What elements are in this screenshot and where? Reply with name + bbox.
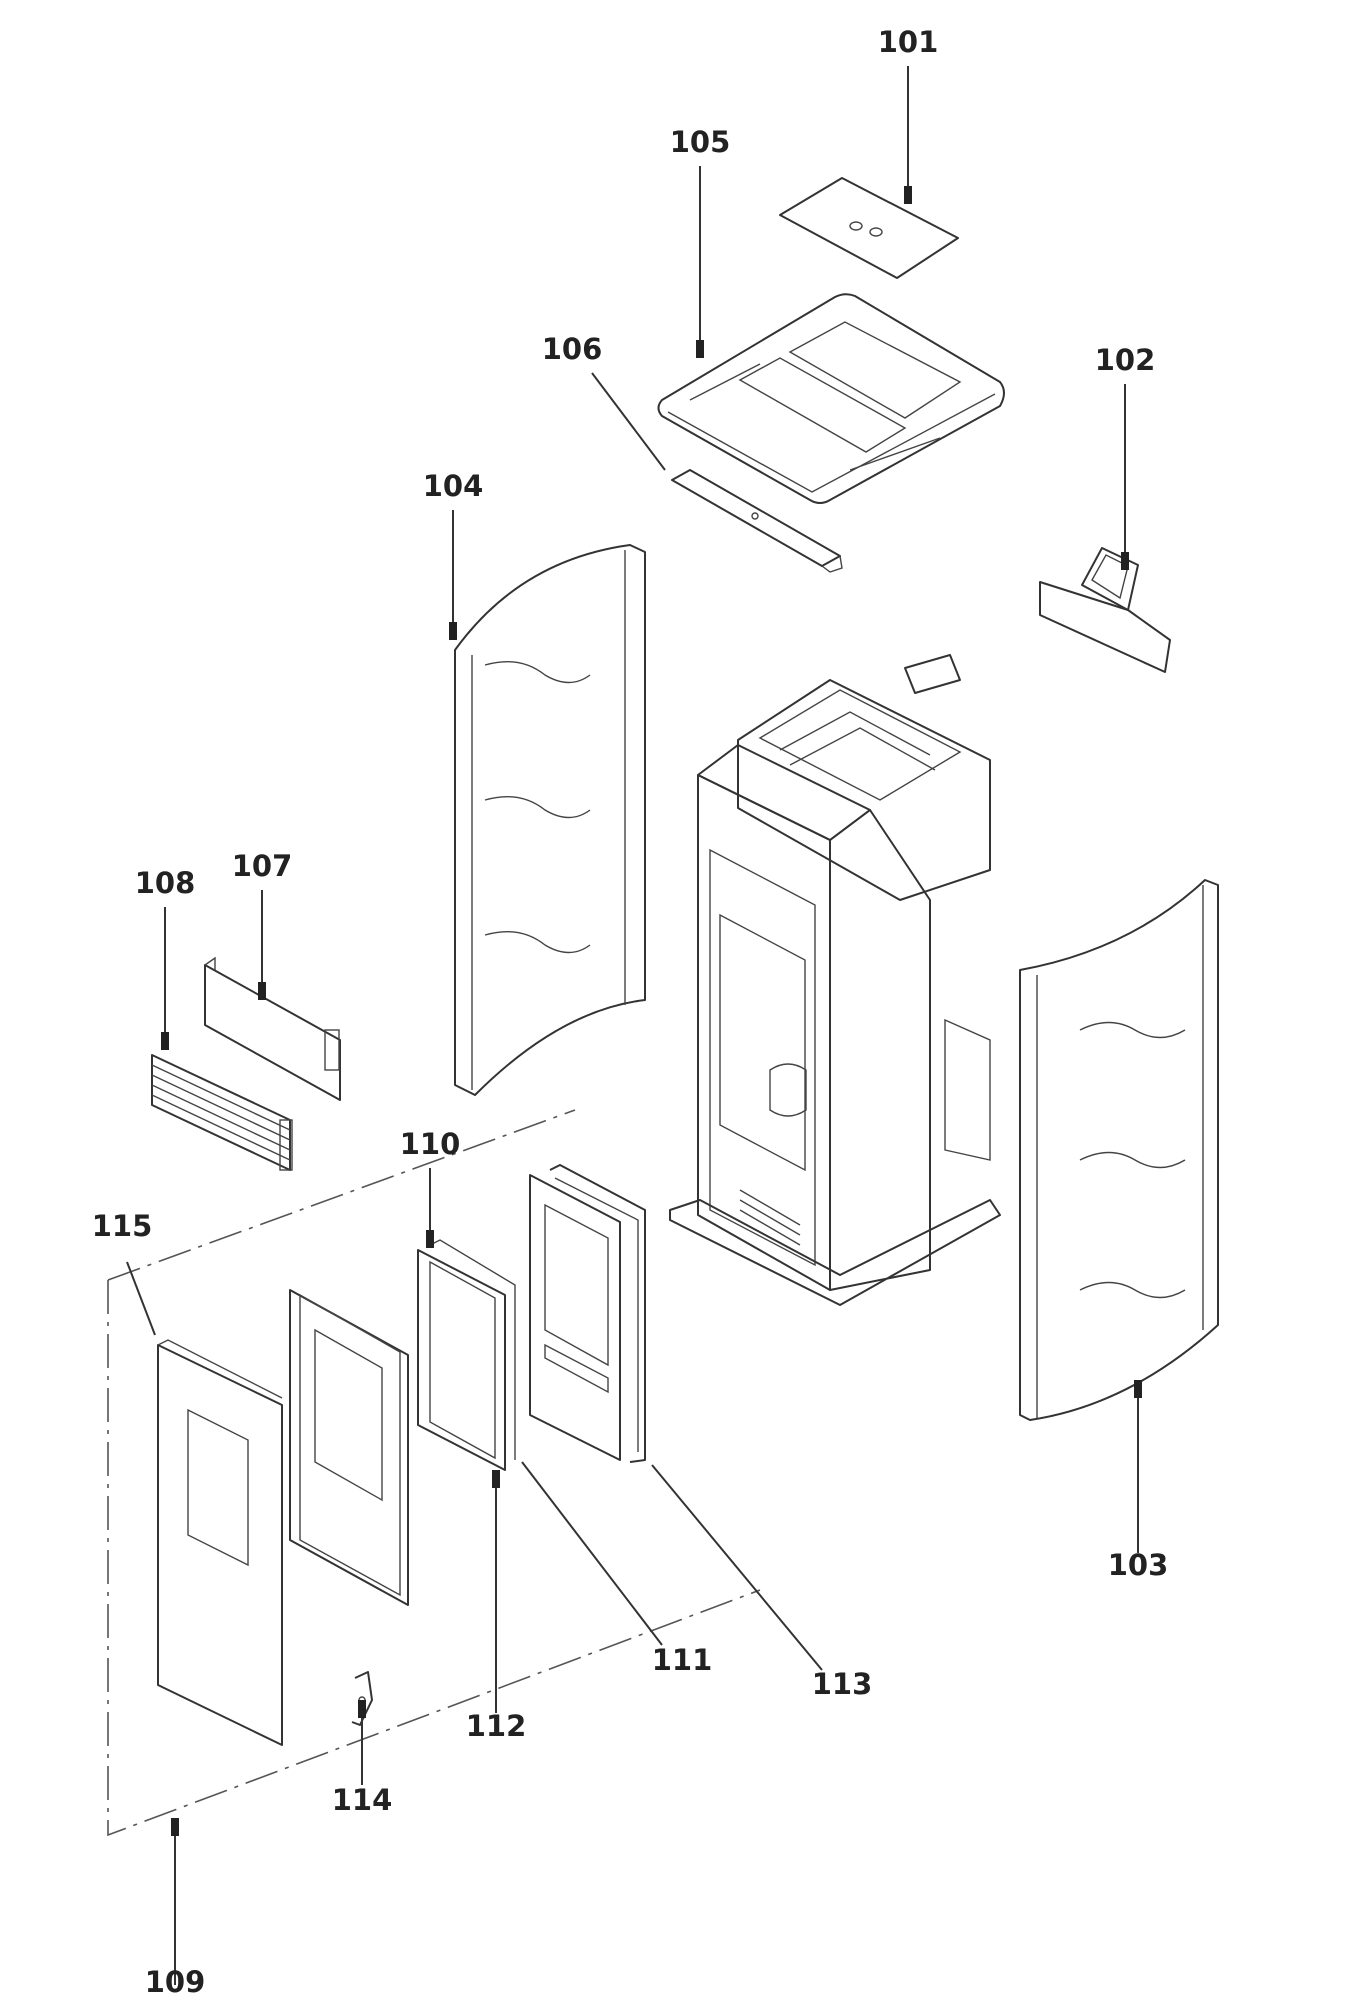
callout-101: 101: [878, 25, 939, 59]
part-106-bracket: [671, 469, 843, 573]
callout-108: 108: [135, 866, 196, 900]
callout-110: 110: [400, 1127, 461, 1161]
callout-102: 102: [1095, 343, 1156, 377]
leader-tips: [161, 186, 1142, 1836]
part-107-front-cover: [204, 956, 341, 1101]
part-104-left-side-panel: [454, 544, 646, 1096]
callout-115: 115: [92, 1209, 153, 1243]
callout-105: 105: [670, 125, 731, 159]
part-door-frame: [289, 1289, 409, 1606]
part-105-top-cover: [657, 293, 1005, 504]
leader-lines: [126, 66, 1139, 1985]
callout-109: 109: [145, 1965, 206, 1999]
callout-107: 107: [232, 849, 293, 883]
callout-114: 114: [332, 1783, 393, 1817]
part-110-glass: [417, 1239, 516, 1471]
part-115-outer-door: [157, 1339, 283, 1746]
callout-113: 113: [812, 1667, 873, 1701]
part-108-grille: [151, 1054, 293, 1171]
part-stove-body: [669, 654, 1001, 1306]
part-102-mount-bracket: [1039, 547, 1171, 673]
boundary-109-door-assembly: [107, 1109, 761, 1837]
callout-112: 112: [466, 1709, 527, 1743]
callout-103: 103: [1108, 1548, 1169, 1582]
callout-labels: 101 102 103 104 105 106 107 108 109 110 …: [92, 25, 1169, 1999]
part-113-gasket: [549, 1164, 646, 1463]
part-101-top-plate: [779, 177, 959, 279]
callout-104: 104: [423, 469, 484, 503]
part-103-right-side-panel: [1019, 879, 1219, 1421]
callout-106: 106: [542, 332, 603, 366]
part-111-inner-frame: [529, 1174, 621, 1461]
callout-111: 111: [652, 1643, 713, 1677]
